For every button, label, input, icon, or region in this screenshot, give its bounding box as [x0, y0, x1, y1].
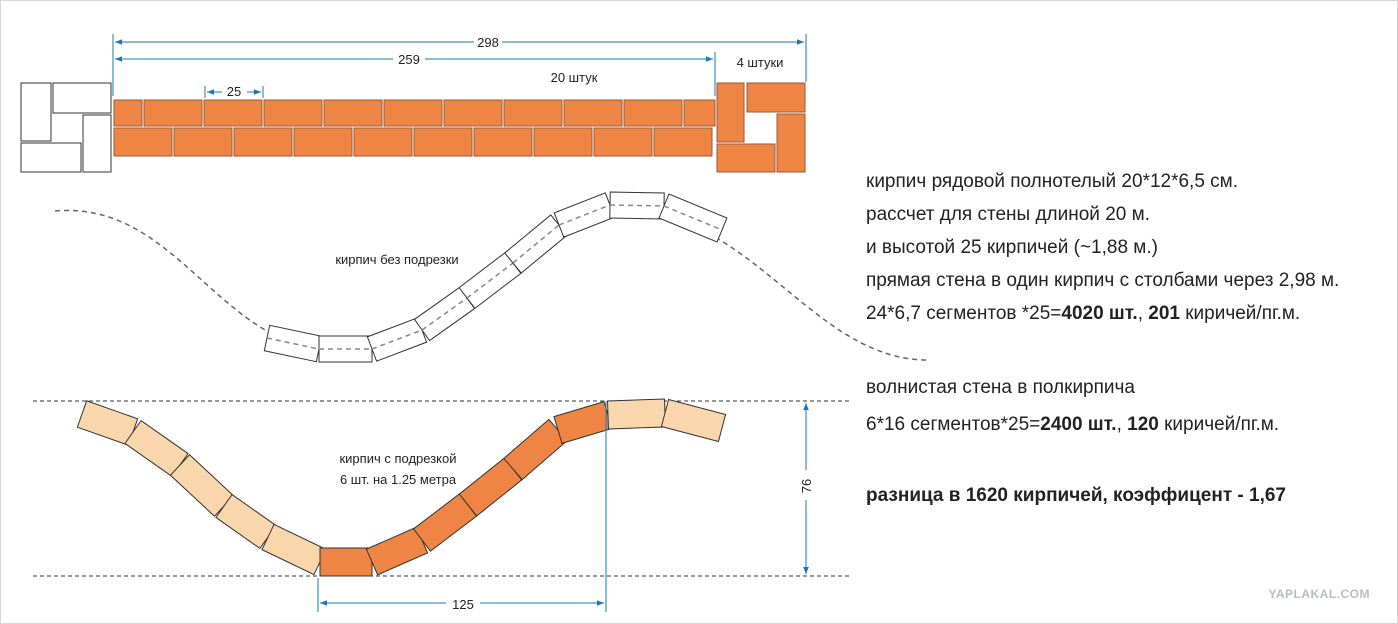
wall-brick: [413, 127, 473, 157]
wall-brick: [233, 127, 293, 157]
wall-brick: [113, 127, 173, 157]
dim-total-label: 298: [477, 35, 499, 50]
wall-brick: [503, 99, 563, 127]
bricks-count-label: 20 штук: [551, 70, 598, 85]
pillar-right: [716, 82, 806, 173]
cut-brick: [606, 398, 667, 430]
wall-brick: [473, 127, 533, 157]
cut-brick: [660, 398, 727, 443]
wall-brick: [593, 127, 653, 157]
info-line-3: и высотой 25 кирпичей (~1,88 м.): [866, 237, 1158, 258]
wave-wall-uncut: [263, 191, 728, 363]
cut-brick: [553, 400, 613, 445]
info-line-7-total: 2400 шт.: [1040, 414, 1116, 435]
info-line-1: кирпич рядовой полнотелый 20*12*6,5 см.: [866, 171, 1238, 192]
wall-brick: [533, 127, 593, 157]
info-line-7: 6*16 сегментов*25=2400 шт., 120 киричей/…: [866, 414, 1279, 435]
cut-brick: [319, 547, 373, 577]
wall-brick: [323, 99, 383, 127]
dim-width-label: 125: [452, 597, 474, 612]
wave-uncut-label: кирпич без подрезки: [335, 252, 458, 267]
wall-brick: [293, 127, 353, 157]
uncut-brick-centerline: [421, 297, 468, 331]
info-line-5-pre: 24*6,7 сегментов *25=: [866, 303, 1061, 324]
wall-brick: [383, 99, 443, 127]
info-line-5-sep: ,: [1138, 303, 1149, 324]
info-line-6: волнистая стена в полкирпича: [866, 377, 1135, 398]
cut-brick: [503, 418, 568, 481]
wave-dimensions: [317, 401, 809, 612]
dim-span-label: 259: [398, 52, 420, 67]
wall-brick: [173, 127, 233, 157]
watermark: YAPLAKAL.COM: [1268, 587, 1370, 601]
cut-brick: [124, 419, 189, 478]
uncut-brick-centerline: [466, 262, 514, 299]
wave-wall-cut: [76, 398, 727, 577]
wall-brick: [203, 99, 263, 127]
info-line-7-per-m: 120: [1127, 414, 1159, 435]
wall-brick: [443, 99, 503, 127]
info-line-5-post: киричей/пг.м.: [1180, 303, 1300, 324]
info-block: кирпич рядовой полнотелый 20*12*6,5 см. …: [866, 171, 1339, 506]
info-line-7-sep: ,: [1117, 414, 1128, 435]
uncut-brick-centerline: [512, 224, 560, 264]
info-line-8: разница в 1620 кирпичей, коэффицент - 1,…: [866, 485, 1286, 506]
info-line-7-post: киричей/пг.м.: [1159, 414, 1279, 435]
pillar-left: [20, 82, 112, 173]
uncut-brick-centerline: [663, 205, 723, 231]
info-line-5-per-m: 201: [1148, 303, 1180, 324]
uncut-brick-centerline: [609, 204, 665, 207]
wall-brick: [683, 99, 716, 127]
wall-brick: [563, 99, 623, 127]
uncut-brick: [263, 324, 323, 363]
pillar-count-label: 4 штуки: [737, 55, 784, 70]
cut-brick: [76, 400, 139, 446]
wall-brick: [353, 127, 413, 157]
info-line-2: рассчет для стены длиной 20 м.: [866, 204, 1150, 225]
wall-brick: [653, 127, 713, 157]
dim-brick-label: 25: [227, 84, 241, 99]
wall-brick: [113, 99, 143, 127]
wall-brick: [623, 99, 683, 127]
dim-height-label: 76: [799, 479, 814, 493]
wave-cut-label-line1: кирпич с подрезкой: [339, 451, 456, 466]
uncut-brick-centerline: [558, 204, 611, 226]
straight-wall: [113, 99, 716, 157]
top-dimensions: [112, 34, 807, 98]
info-line-7-pre: 6*16 сегментов*25=: [866, 414, 1040, 435]
wall-brick: [143, 99, 203, 127]
wave-cut-label-line2: 6 шт. на 1.25 метра: [340, 472, 457, 487]
info-line-5-total: 4020 шт.: [1061, 303, 1137, 324]
wall-brick: [263, 99, 323, 127]
cut-brick: [261, 523, 327, 576]
info-line-4: прямая стена в один кирпич с столбами че…: [866, 270, 1339, 291]
info-line-5: 24*6,7 сегментов *25=4020 шт., 201 кирич…: [866, 303, 1300, 324]
